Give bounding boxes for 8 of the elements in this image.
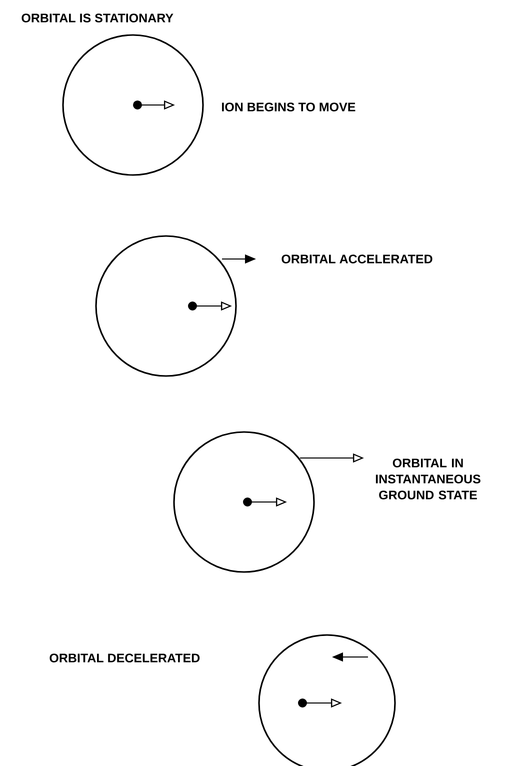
caption-text: ORBITAL ACCELERATED bbox=[282, 254, 432, 264]
caption-text: ORBITAL IN INSTANTANEOUS GROUND STATE bbox=[376, 458, 480, 500]
orbital-circle bbox=[95, 235, 237, 377]
orbital-circle bbox=[62, 34, 204, 176]
caption-text: ORBITAL IS STATIONARY bbox=[22, 14, 174, 22]
orbital-circle bbox=[173, 431, 315, 573]
caption-text: ORBITAL DECELERATED bbox=[50, 654, 200, 662]
caption-text: ION BEGINS TO MOVE bbox=[222, 102, 356, 112]
